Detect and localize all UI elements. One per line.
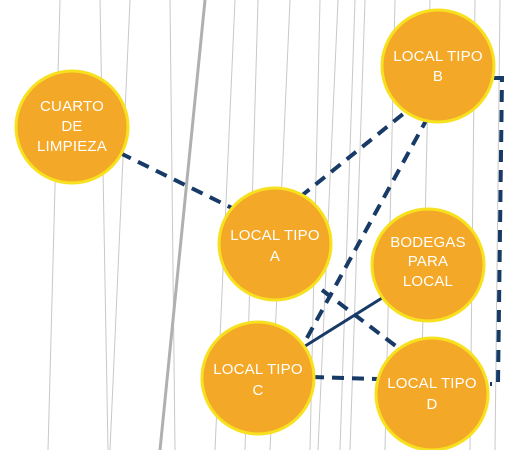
node-label-line: LIMPIEZA [37,138,107,155]
node-label-line: CUARTO [40,98,104,115]
edge-local-tipo-b-local-tipo-c [300,116,430,348]
edge-local-tipo-c-bodegas-local [301,291,391,350]
node-label-line: DE [61,118,82,135]
edge-local-tipo-b-local-tipo-d [490,76,505,386]
node-label-line: LOCAL [403,273,453,290]
node-label-line: LOCAL TIPO [387,375,477,392]
node-label-line: PARA [408,253,449,270]
node-label-line: C [252,382,263,399]
node-local-tipo-c: LOCAL TIPO C [200,320,316,436]
node-label-line: LOCAL TIPO [393,48,483,65]
node-label-line: LOCAL TIPO [213,361,303,378]
edge-local-tipo-a-local-tipo-d [320,288,407,355]
edge-cuarto-limpieza-local-tipo-a [119,151,233,210]
node-local-tipo-b: LOCAL TIPO B [380,8,496,124]
node-circle [374,336,490,450]
node-local-tipo-a: LOCAL TIPO A [217,186,333,302]
edge-local-tipo-c-local-tipo-d [311,375,379,381]
node-label-line: A [270,248,280,265]
node-label-line: B [433,68,443,85]
connections [119,76,505,386]
edge-local-tipo-a-local-tipo-b [298,108,410,199]
node-circle [370,207,486,323]
node-label-line: D [426,396,437,413]
node-bodegas-local: BODEGAS PARA LOCAL [370,207,486,323]
node-label-line: LOCAL TIPO [230,227,320,244]
node-circle [14,69,130,185]
node-circle [217,186,333,302]
node-local-tipo-d: LOCAL TIPO D [374,336,490,450]
node-circle [380,8,496,124]
node-cuarto-limpieza: CUARTO DE LIMPIEZA [14,69,130,185]
node-label-line: BODEGAS [390,234,466,251]
node-circle [200,320,316,436]
